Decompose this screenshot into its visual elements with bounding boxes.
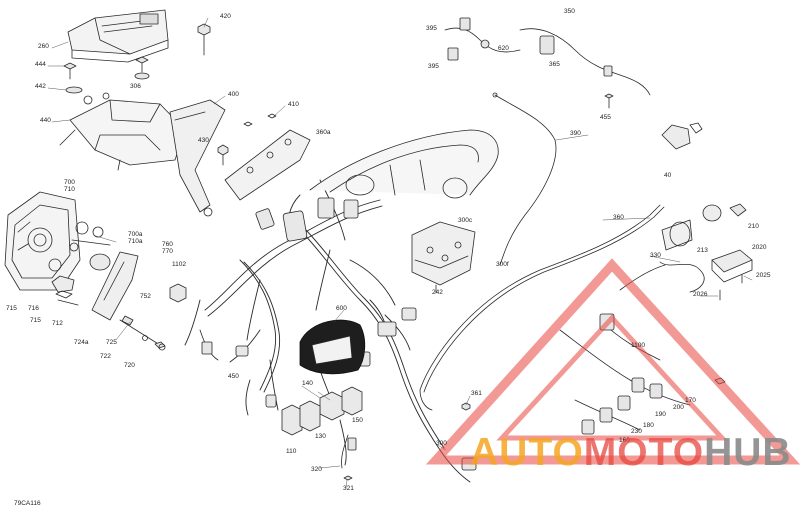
callout-2020: 2020: [752, 244, 767, 251]
callout-724a: 724a: [74, 339, 89, 346]
callout-2025: 2025: [756, 272, 771, 279]
callout-420: 420: [220, 13, 231, 20]
callout-140: 140: [302, 380, 313, 387]
callout-715-bottom: 715: [30, 317, 41, 324]
harness-350: [444, 17, 651, 109]
lead-450: [199, 329, 219, 361]
light-760: [89, 251, 139, 321]
leader-lines: [47, 17, 753, 489]
callout-760: 760: [162, 241, 173, 248]
switch-group-110-150: [281, 386, 363, 436]
lead-320: [341, 434, 357, 481]
callout-350: 350: [564, 8, 575, 15]
bolt-430: [217, 144, 229, 166]
watermark-logo: AUTOMOTOHUB: [470, 433, 792, 472]
bracket-410-360a: [224, 113, 311, 201]
callout-712: 712: [52, 320, 63, 327]
callout-720: 720: [124, 362, 135, 369]
bracket-400: [169, 99, 226, 217]
callout-260: 260: [38, 43, 49, 50]
callout-360: 360: [613, 214, 624, 221]
callout-1100: 1100: [631, 342, 645, 349]
headlight-700: [4, 191, 81, 291]
callout-722: 722: [100, 353, 111, 360]
callout-752: 752: [140, 293, 151, 300]
bolt-361: [461, 402, 471, 411]
callout-2026: 2026: [693, 291, 708, 298]
callout-430: 430: [198, 137, 209, 144]
watermark-triangle: [425, 258, 800, 465]
harness-arc-360a: [309, 129, 499, 199]
callout-230: 230: [631, 428, 642, 435]
callout-390: 390: [570, 130, 581, 137]
callout-400: 400: [228, 91, 239, 98]
callout-700a: 700a: [128, 231, 143, 238]
callout-110: 110: [286, 448, 297, 455]
wire-330: [619, 261, 705, 293]
callout-320: 320: [311, 466, 322, 473]
screw-assembly-720: [119, 315, 166, 351]
drawing-code: 79CA116: [14, 500, 41, 507]
callout-300f: 300f: [496, 261, 509, 268]
callout-306: 306: [130, 83, 141, 90]
callout-40: 40: [664, 172, 672, 179]
module-2020: [711, 249, 753, 301]
component-210-213: [661, 203, 747, 251]
callout-725: 725: [106, 339, 117, 346]
callout-200: 200: [673, 404, 684, 411]
parts-712-716: [51, 275, 79, 306]
callout-210: 210: [748, 223, 759, 230]
callout-716: 716: [28, 305, 39, 312]
callout-130: 130: [315, 433, 326, 440]
callout-770: 770: [162, 248, 173, 255]
callout-410: 410: [288, 101, 299, 108]
watermark-auto: AUTO: [470, 431, 584, 474]
callout-300: 300: [436, 440, 447, 447]
callout-1102: 1102: [172, 261, 186, 268]
callout-700: 700: [64, 179, 75, 186]
callout-450: 450: [228, 373, 239, 380]
display-600: [299, 319, 366, 375]
callout-715-left: 715: [6, 305, 17, 312]
cable-360: [419, 204, 665, 411]
callout-600: 600: [336, 305, 347, 312]
callout-710a: 710a: [128, 238, 143, 245]
callout-300c: 300c: [458, 217, 473, 224]
bulb-assembly-700a: [69, 221, 111, 252]
callout-395-bottom: 395: [428, 63, 439, 70]
wire-390: [492, 92, 557, 266]
callout-361: 361: [471, 390, 482, 397]
bracket-440: [59, 92, 186, 171]
watermark-moto: MOTO: [583, 431, 705, 474]
callout-365: 365: [549, 61, 560, 68]
callout-330: 330: [650, 252, 661, 259]
callout-190: 190: [655, 411, 666, 418]
callout-160: 160: [619, 437, 630, 444]
watermark-hub: HUB: [704, 431, 792, 474]
callout-242: 242: [432, 289, 443, 296]
callout-444: 444: [35, 61, 46, 68]
bolt-420: [197, 23, 211, 56]
callout-360a: 360a: [316, 129, 331, 136]
callout-150: 150: [352, 417, 363, 424]
callout-442: 442: [35, 83, 46, 90]
relay-box-300c: [411, 221, 476, 294]
connector-1102: [169, 283, 187, 303]
callout-170: 170: [685, 397, 696, 404]
callout-213: 213: [697, 247, 708, 254]
callout-455: 455: [600, 114, 611, 121]
callout-180: 180: [643, 422, 654, 429]
callout-620: 620: [498, 45, 509, 52]
cover-260: [67, 9, 169, 63]
component-40: [661, 122, 703, 150]
callout-710: 710: [64, 186, 75, 193]
callout-321: 321: [343, 485, 354, 492]
callout-395-top: 395: [426, 25, 437, 32]
callout-440: 440: [40, 117, 51, 124]
